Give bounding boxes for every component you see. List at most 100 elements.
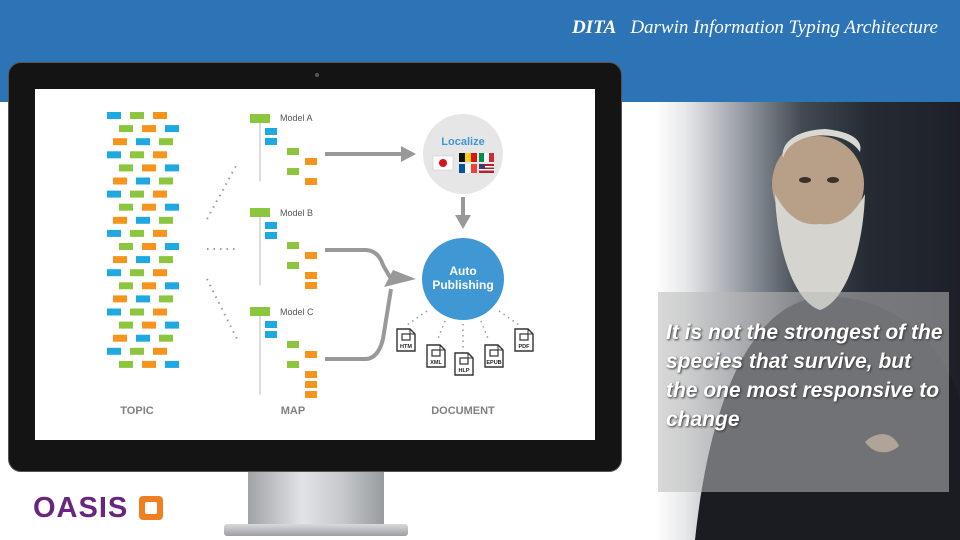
map-node bbox=[287, 262, 299, 269]
topic-block bbox=[153, 308, 167, 316]
flag-icons bbox=[432, 153, 494, 173]
map-node bbox=[305, 158, 317, 165]
doc-icon-epub: EPUB bbox=[484, 344, 504, 368]
topic-block bbox=[153, 151, 167, 159]
map-root-node bbox=[250, 208, 270, 217]
map-node bbox=[265, 232, 277, 239]
topic-block bbox=[165, 203, 179, 211]
map-node bbox=[305, 272, 317, 279]
doc-icon-pdf: PDF bbox=[514, 328, 534, 352]
topic-grid bbox=[107, 112, 179, 368]
topic-block bbox=[130, 347, 144, 355]
topic-block bbox=[153, 229, 167, 237]
topic-block bbox=[107, 347, 121, 355]
map-node bbox=[305, 391, 317, 398]
topic-block bbox=[159, 177, 173, 185]
column-label-document: DOCUMENT bbox=[431, 405, 495, 417]
topic-block bbox=[119, 125, 133, 133]
monitor-screen: Model A Model B Model C Localize Auto Pu… bbox=[35, 89, 595, 440]
output-dotted-lines bbox=[406, 310, 520, 349]
webcam-dot bbox=[315, 73, 319, 77]
doc-icon-label: XML bbox=[430, 360, 442, 366]
topic-block bbox=[136, 256, 150, 264]
topic-block bbox=[142, 321, 156, 329]
map-node bbox=[305, 371, 317, 378]
topic-block bbox=[165, 243, 179, 250]
topic-block bbox=[136, 295, 150, 303]
model-label: Model B bbox=[280, 208, 313, 218]
topic-block bbox=[153, 112, 167, 119]
quote-box bbox=[658, 292, 949, 492]
doc-icon-label: HLP bbox=[459, 368, 470, 374]
topic-block bbox=[113, 334, 127, 342]
topic-block bbox=[119, 243, 133, 250]
oasis-logo: OASIS bbox=[33, 492, 129, 524]
map-node bbox=[305, 252, 317, 259]
topic-block bbox=[107, 269, 121, 277]
topic-block bbox=[107, 190, 121, 198]
topic-block bbox=[142, 203, 156, 211]
topic-block bbox=[159, 216, 173, 224]
topic-block bbox=[136, 334, 150, 342]
topic-block bbox=[119, 360, 133, 368]
doc-icon-hlp: HLP bbox=[454, 352, 474, 376]
topic-block bbox=[107, 308, 121, 316]
topic-block bbox=[107, 229, 121, 237]
doc-icon-htm: HTM bbox=[396, 328, 416, 352]
topic-block bbox=[142, 243, 156, 250]
topic-block bbox=[159, 256, 173, 264]
topic-block bbox=[130, 151, 144, 159]
topic-block bbox=[165, 164, 179, 172]
doc-icon-label: PDF bbox=[519, 344, 531, 350]
header-subtitle: Darwin Information Typing Architecture bbox=[630, 17, 938, 38]
topic-block bbox=[130, 308, 144, 316]
model-label: Model A bbox=[280, 113, 313, 123]
map-node bbox=[287, 361, 299, 368]
map-node bbox=[265, 222, 277, 229]
darwin-quote: It is not the strongest of the species t… bbox=[666, 321, 943, 431]
topic-block bbox=[142, 125, 156, 133]
topic-block bbox=[142, 360, 156, 368]
column-label-topic: TOPIC bbox=[120, 405, 153, 417]
topic-block bbox=[136, 216, 150, 224]
model-label: Model C bbox=[280, 307, 314, 317]
oasis-logo-mark-icon bbox=[139, 496, 163, 520]
output-doc-icons: HTM XML HLP EPUB PDF bbox=[396, 328, 534, 376]
arrow-heads bbox=[384, 146, 471, 287]
map-node bbox=[305, 178, 317, 185]
topic-block bbox=[130, 269, 144, 277]
topic-block bbox=[165, 125, 179, 133]
doc-icon-label: EPUB bbox=[486, 360, 501, 366]
publishing-circle bbox=[422, 238, 504, 320]
topic-block bbox=[113, 138, 127, 146]
topic-block bbox=[159, 138, 173, 146]
monitor-stand bbox=[248, 472, 384, 526]
map-root-node bbox=[250, 307, 270, 316]
doc-icon-label: HTM bbox=[400, 344, 412, 350]
topic-block bbox=[130, 190, 144, 198]
topic-block bbox=[165, 360, 179, 368]
topic-block bbox=[153, 190, 167, 198]
map-node bbox=[265, 128, 277, 135]
map-node bbox=[287, 341, 299, 348]
doc-icon-xml: XML bbox=[426, 344, 446, 368]
topic-block bbox=[159, 295, 173, 303]
map-node bbox=[265, 138, 277, 145]
dita-diagram: Model A Model B Model C Localize Auto Pu… bbox=[107, 112, 534, 417]
topic-block bbox=[165, 321, 179, 329]
topic-block bbox=[119, 203, 133, 211]
map-node bbox=[287, 242, 299, 249]
topic-block bbox=[130, 229, 144, 237]
topic-block bbox=[142, 164, 156, 172]
topic-block bbox=[119, 164, 133, 172]
topic-block bbox=[113, 177, 127, 185]
map-node bbox=[265, 321, 277, 328]
map-node bbox=[265, 331, 277, 338]
map-node bbox=[305, 351, 317, 358]
topic-block bbox=[113, 256, 127, 264]
monitor-base bbox=[224, 524, 408, 536]
map-node bbox=[287, 168, 299, 175]
topic-block bbox=[119, 321, 133, 329]
column-label-map: MAP bbox=[281, 405, 305, 417]
flow-arrows bbox=[325, 152, 465, 361]
